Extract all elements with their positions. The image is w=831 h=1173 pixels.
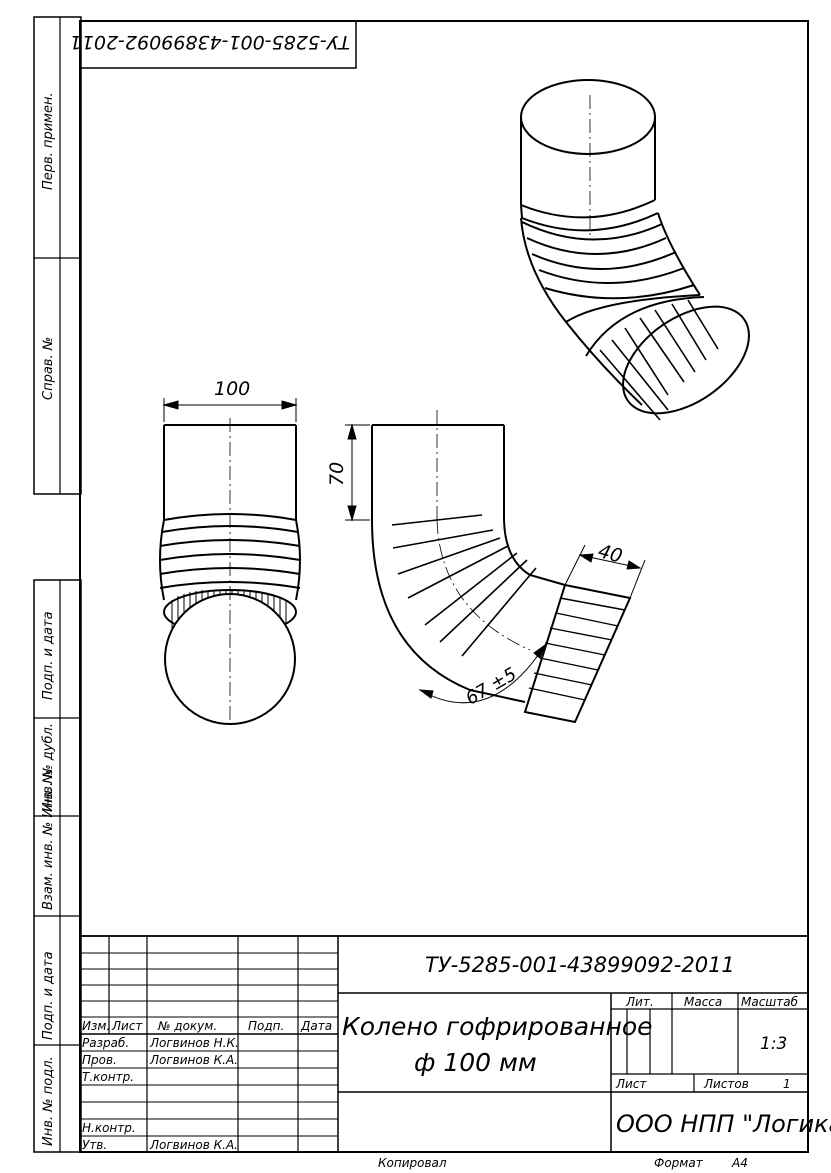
- role-razrab: Разраб.: [82, 1036, 130, 1050]
- scale-value: 1:3: [760, 1034, 788, 1054]
- side-label-perv: Перв. примен.: [41, 92, 56, 190]
- format-value: А4: [732, 1156, 748, 1170]
- isometric-view: [520, 79, 750, 421]
- frame-border: [79, 20, 809, 1153]
- side-label-podp1: Подп. и дата: [41, 611, 56, 700]
- side-label-vzam: Взам. инв. № Инв. №: [41, 769, 56, 910]
- name-prov: Логвинов К.А.: [150, 1053, 238, 1067]
- dimension-height: [345, 423, 370, 522]
- side-label-podp2: Подп. и дата: [41, 951, 56, 1040]
- dim-height-label: 70: [326, 461, 348, 486]
- col-header-list: Лист: [112, 1019, 143, 1033]
- mass-label: Масса: [684, 995, 723, 1009]
- top-stamp: ТУ-5285-001-43899092-2011: [69, 31, 350, 53]
- role-nkontr: Н.контр.: [82, 1121, 136, 1135]
- lit-label: Лит.: [626, 995, 654, 1009]
- format-label: Формат: [654, 1156, 703, 1170]
- role-prov: Пров.: [82, 1053, 117, 1067]
- product-name-line2: ф 100 мм: [414, 1048, 537, 1077]
- name-utv: Логвинов К.А.: [150, 1138, 238, 1152]
- side-label-podl: Инв. № подл.: [41, 1056, 56, 1146]
- dimension-outlet: [564, 544, 646, 599]
- col-header-data: Дата: [301, 1019, 333, 1033]
- role-utv: Утв.: [82, 1138, 108, 1152]
- col-header-podp: Подп.: [248, 1019, 285, 1033]
- sheets-label: Листов: [704, 1077, 749, 1091]
- dim-width-label: 100: [214, 378, 251, 400]
- product-name-line1: Колено гофрированное: [342, 1012, 653, 1041]
- side-label-sprav: Справ. №: [41, 336, 56, 400]
- name-razrab: Логвинов Н.К.: [150, 1036, 239, 1050]
- dimension-angle: [418, 643, 547, 704]
- sheet-label: Лист: [616, 1077, 647, 1091]
- copied-label: Копировал: [378, 1156, 447, 1170]
- role-tkontr: Т.контр.: [82, 1070, 135, 1084]
- front-view: [159, 418, 301, 725]
- col-header-izm: Изм.: [82, 1019, 111, 1033]
- sheets-value: 1: [783, 1077, 791, 1091]
- dimension-width: [162, 398, 298, 422]
- doc-code: ТУ-5285-001-43899092-2011: [425, 953, 735, 977]
- side-view: [371, 410, 632, 724]
- col-header-dokum: № докум.: [158, 1019, 218, 1033]
- company-name: ООО НПП "Логика": [616, 1110, 831, 1138]
- scale-label: Масштаб: [741, 995, 799, 1009]
